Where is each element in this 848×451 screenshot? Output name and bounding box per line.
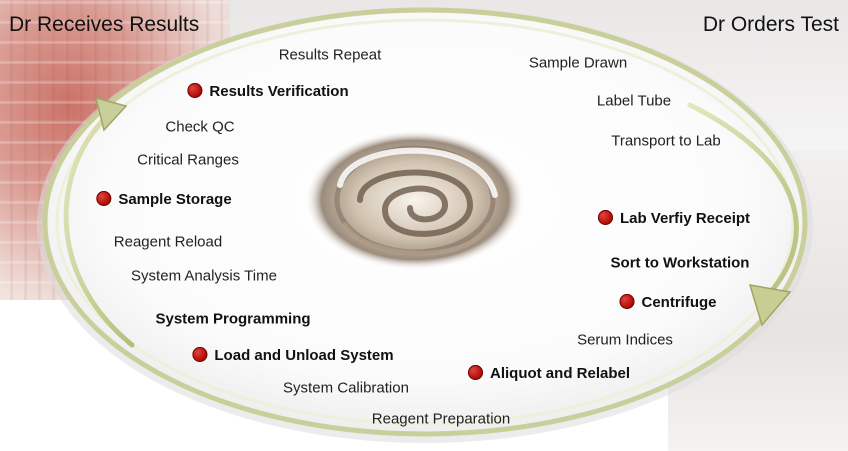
workflow-step: Sort to Workstation — [611, 256, 750, 271]
red-dot-icon — [187, 83, 203, 98]
workflow-step-label: Transport to Lab — [611, 132, 721, 150]
red-dot-icon — [619, 294, 635, 309]
title-dr-orders-test: Dr Orders Test — [702, 13, 839, 36]
workflow-step-label: Sample Storage — [118, 191, 232, 208]
workflow-step-label: Check QC — [165, 118, 235, 136]
workflow-step: Reagent Reload — [114, 235, 222, 250]
workflow-step-label: Label Tube — [596, 92, 672, 110]
workflow-step-label: Sort to Workstation — [610, 254, 750, 272]
workflow-step: Results Verification — [187, 83, 349, 100]
red-dot-icon — [467, 365, 483, 380]
workflow-step: Reagent Preparation — [372, 412, 510, 427]
workflow-step-label: Centrifuge — [641, 294, 717, 311]
workflow-step-label: Sample Drawn — [528, 54, 628, 72]
red-dot-icon — [192, 347, 208, 362]
swirl-icon — [305, 130, 525, 270]
workflow-step-label: Aliquot and Relabel — [489, 365, 631, 382]
workflow-step: Critical Ranges — [137, 153, 239, 168]
workflow-step-label: Critical Ranges — [137, 151, 239, 169]
workflow-step-label: Load and Unload System — [214, 347, 394, 364]
workflow-step-label: System Programming — [155, 310, 311, 328]
workflow-step: Centrifuge — [619, 294, 717, 311]
workflow-step-label: System Calibration — [283, 379, 409, 397]
workflow-step: Lab Verfiy Receipt — [597, 210, 751, 227]
workflow-step: Label Tube — [597, 94, 671, 109]
right-cycle-arc — [687, 102, 799, 301]
right-arrowhead-icon — [748, 284, 792, 327]
red-dot-icon — [96, 191, 112, 206]
workflow-step: Results Repeat — [279, 48, 382, 63]
workflow-step-label: Results Verification — [209, 83, 349, 100]
workflow-step: Serum Indices — [577, 333, 673, 348]
left-arrowhead-icon — [94, 96, 128, 132]
title-dr-receives-results: Dr Receives Results — [9, 13, 200, 36]
workflow-step-label: System Analysis Time — [131, 267, 277, 285]
workflow-step: Transport to Lab — [611, 134, 721, 149]
workflow-step: Load and Unload System — [192, 347, 394, 364]
workflow-step: System Programming — [155, 312, 310, 327]
workflow-step-label: Results Repeat — [278, 46, 382, 64]
workflow-step-label: Serum Indices — [577, 331, 673, 349]
workflow-step: System Analysis Time — [131, 269, 277, 284]
workflow-step-label: Reagent Reload — [113, 233, 223, 251]
workflow-step: Check QC — [165, 120, 234, 135]
workflow-step-label: Lab Verfiy Receipt — [619, 210, 751, 227]
workflow-step: Sample Storage — [96, 191, 232, 208]
workflow-step: Sample Drawn — [529, 56, 627, 71]
left-cycle-arc — [63, 109, 135, 348]
cycle-ellipse-inner-ring — [55, 18, 795, 426]
red-dot-icon — [597, 210, 613, 225]
workflow-step: System Calibration — [283, 381, 409, 396]
workflow-step-label: Reagent Preparation — [371, 410, 511, 428]
workflow-step: Aliquot and Relabel — [467, 365, 631, 382]
